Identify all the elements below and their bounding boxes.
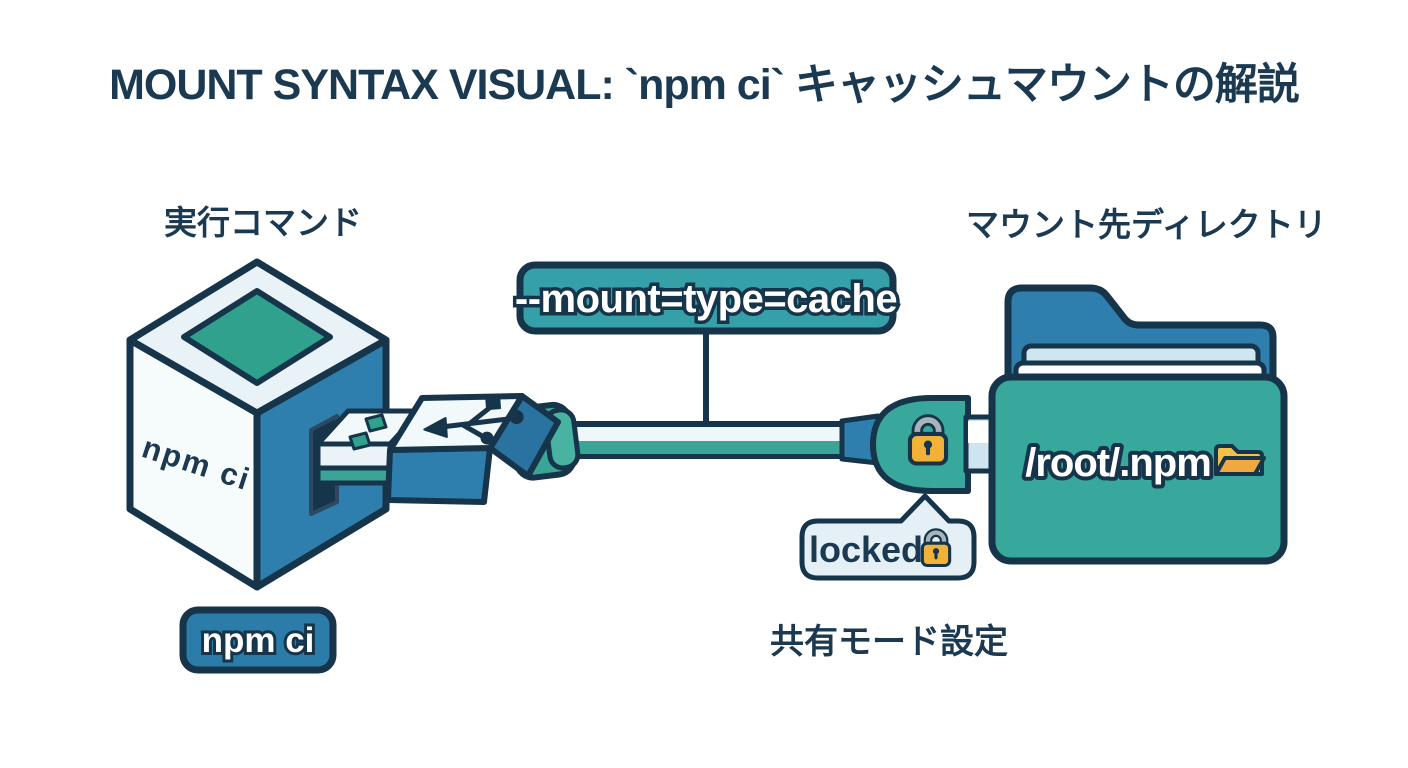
folder-path-text: /root/.npm (1025, 441, 1211, 485)
locked-tooltip: locked (799, 493, 977, 581)
usb-plug (315, 393, 581, 505)
mount-flag-badge: --mount=type=cache (511, 261, 901, 335)
plug-tip-lip (315, 465, 393, 486)
lock-connector (839, 395, 1003, 494)
usb-cable (556, 421, 856, 459)
share-mode-label: 共有モード設定 (770, 623, 1008, 661)
command-badge: npm ci (179, 606, 337, 674)
locked-label: locked (809, 529, 923, 570)
cube-top-diamond (181, 288, 333, 386)
plug-contact (364, 413, 388, 433)
mount-flag-text: --mount=type=cache (515, 277, 897, 321)
folder-front (988, 373, 1288, 565)
command-label: 実行コマンド (164, 204, 362, 241)
open-folder-icon (1214, 444, 1266, 476)
usb-trident-icon (423, 394, 524, 445)
npm-cache-folder: /root/.npm (988, 284, 1288, 565)
command-badge-text: npm ci (202, 621, 315, 660)
mount-target-label: マウント先ディレクトリ (966, 206, 1327, 243)
page-title: MOUNT SYNTAX VISUAL: `npm ci` キャッシュマウントの… (109, 61, 1300, 109)
plug-contact (348, 431, 372, 451)
